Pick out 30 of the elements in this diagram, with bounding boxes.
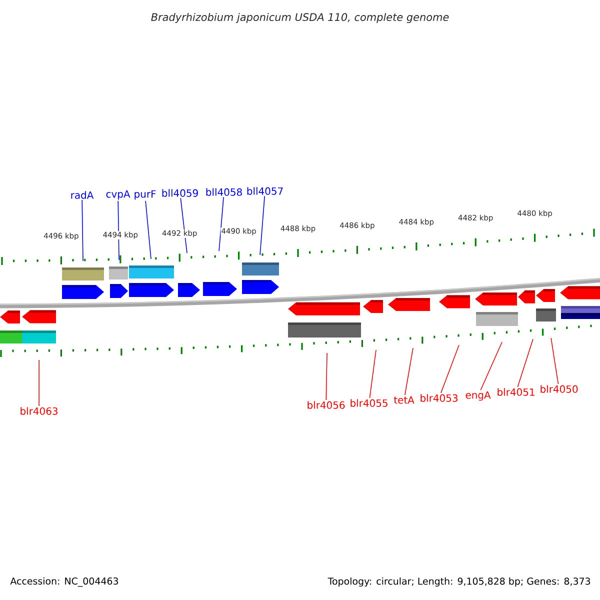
leader-line xyxy=(440,344,460,394)
leader-line xyxy=(260,196,265,256)
leader-line xyxy=(145,200,152,260)
gene-label: bll4057 xyxy=(247,187,283,195)
accession-text: Accession: NC_004463 xyxy=(10,577,118,587)
genome-stats-text: Topology: circular; Length: 9,105,828 bp; Genes: 8,373 xyxy=(328,577,590,587)
leader-line xyxy=(369,350,376,398)
gene-label: bll4059 xyxy=(162,189,198,197)
title: Bradyrhizobium japonicum USDA 110, complete genome xyxy=(151,12,449,24)
leader-line xyxy=(218,196,224,252)
gene-label: blr4051 xyxy=(498,388,534,396)
gene-label: blr4055 xyxy=(350,399,388,407)
gene-label: bll4058 xyxy=(206,188,242,196)
leader-line xyxy=(82,200,84,262)
leader-line xyxy=(550,338,559,384)
gene-label: blr4050 xyxy=(540,385,578,393)
leader-line xyxy=(404,348,414,396)
gene-label: cvpA xyxy=(106,190,130,200)
leader-line xyxy=(326,352,328,400)
leader-line xyxy=(38,360,40,406)
gene-label: engA xyxy=(466,391,491,401)
gene-label: tetA xyxy=(394,396,414,404)
gene-label: blr4063 xyxy=(20,407,58,415)
gene-label: blr4056 xyxy=(308,401,345,409)
leader-line xyxy=(118,200,120,260)
leader-line xyxy=(517,338,534,388)
gene-label: purF xyxy=(134,190,156,200)
gene-label: blr4053 xyxy=(420,394,458,402)
gene-label: radA xyxy=(71,191,94,199)
leader-line xyxy=(480,342,502,391)
